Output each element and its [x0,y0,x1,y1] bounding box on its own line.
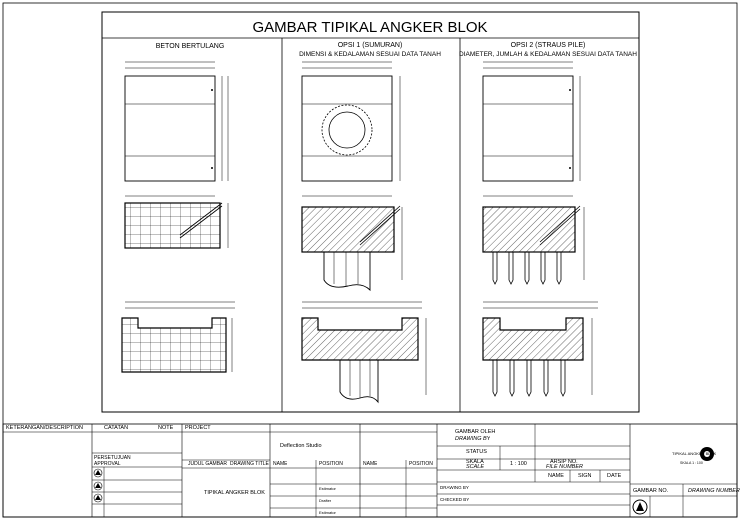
column-subheading-3: DIAMETER, JUMLAH & KEDALAMAN SESUAI DATA… [459,51,637,58]
plan-view-sumuran [301,61,401,182]
drawing-by-row: DRAWING BY [440,485,469,490]
keterangan-label: KETERANGAN/DESCRIPTION [6,425,84,431]
sign-header: SIGN [578,473,592,479]
logo-title: TIPIKAL ANGKER BLOK [672,451,717,456]
approval-label: APPROVAL [94,461,121,467]
column-heading-3: OPSI 2 (STRAUS PILE) [511,42,586,49]
arsip-no-label: ARSIP NO. [550,459,578,465]
gambar-no-label: GAMBAR NO. [633,488,669,494]
section-view-sumuran-1 [301,195,403,292]
title-block-grid [2,423,738,518]
section-view-beton-2 [121,301,235,373]
persetujuan-label: PERSETUJUAN [94,455,131,461]
section-view-beton-1 [124,195,229,249]
plan-view-beton [124,61,229,182]
plan-view-straus [482,61,581,182]
drawing-number-label: DRAWING NUMBER [688,488,740,494]
project-label: PROJECT [185,425,211,431]
name-header: NAME [548,473,564,479]
section-view-straus-2 [482,301,598,397]
column-subheading-2: DIMENSI & KEDALAMAN SESUAI DATA TANAH [299,51,441,58]
section-view-sumuran-2 [301,301,427,404]
drawing-frame [101,11,640,413]
skala-label: SKALA [466,459,484,465]
column-heading-2: OPSI 1 (SUMURAN) [338,42,403,49]
note-label: NOTE [158,425,174,431]
date-header: DATE [607,473,622,479]
position-col-1: POSITION [319,461,343,467]
role-drafter: Drafter [319,498,332,503]
logo-scale: SKALA 1 : 100 [680,461,703,465]
status-label: STATUS [466,449,487,455]
position-col-2: POSITION [409,461,433,467]
scale-label: SCALE [466,464,485,470]
name-col-1: NAME [273,461,288,467]
drawing-title: GAMBAR TIPIKAL ANGKER BLOK [252,19,487,36]
section-view-straus-1 [482,195,585,285]
column-heading-1: BETON BERTULANG [156,43,225,50]
logo-icon [632,447,714,515]
file-number-label: FILE NUMBER [546,464,583,470]
role-estimator-1: Estimator [319,486,336,491]
scale-value: 1 : 100 [510,461,527,467]
judul-gambar-label: JUDUL GAMBAR [188,461,227,467]
consultant-name: Deflection Studio [280,443,322,449]
drawing-title-label: DRAWING TITLE [230,461,269,467]
gambar-oleh-label: GAMBAR OLEH [455,429,496,435]
name-col-2: NAME [363,461,378,467]
drawing-title-value: TIPIKAL ANGKER BLOK [204,490,265,496]
checked-by-row: CHECKED BY [440,497,470,502]
approval-triangle-icon [93,468,103,503]
drawing-by-label: DRAWING BY [455,436,491,442]
catatan-label: CATATAN [104,425,129,431]
role-estimator-2: Estimator [319,510,336,515]
